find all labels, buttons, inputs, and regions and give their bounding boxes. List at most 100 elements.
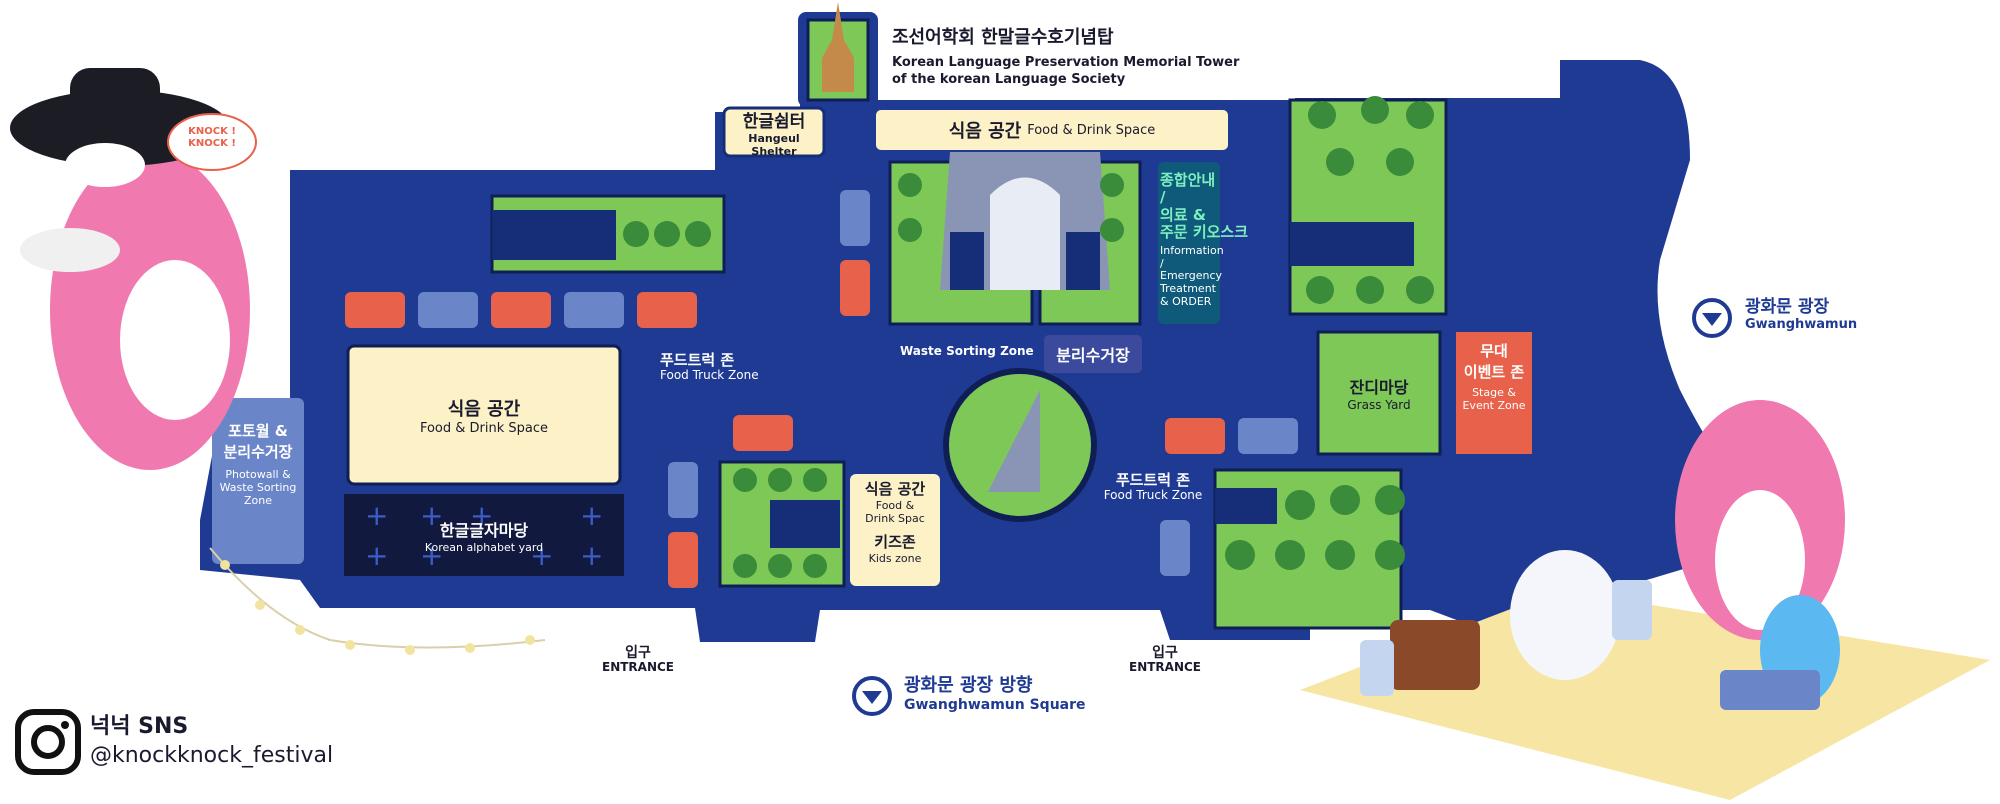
food-truck-right-en: Food Truck Zone	[1103, 488, 1203, 503]
instagram-icon	[15, 709, 81, 775]
hangeul-shelter-label: 한글쉼터 Hangeul Shelter	[724, 108, 824, 158]
entrance-right-label: 입구 ENTRANCE	[1125, 645, 1205, 675]
truck-v1	[668, 462, 698, 518]
sns-handle[interactable]: @knockknock_festival	[90, 743, 334, 769]
truck-right-v	[1160, 520, 1190, 576]
info-kiosk-kr1: 종합안내 /	[1160, 171, 1216, 207]
direction-marker-icon	[852, 676, 892, 716]
entrance-right-kr: 입구	[1152, 645, 1178, 661]
drink-bottle-icon	[1360, 580, 1652, 696]
truck-right-2	[1238, 418, 1298, 454]
food-drink-top-box	[876, 110, 1228, 150]
food-truck-left-kr: 푸드트럭 존	[660, 351, 735, 369]
truck-right-1	[1165, 418, 1225, 454]
memorial-tower-label-kr: 조선어학회 한말글수호기념탑	[892, 27, 1114, 48]
basket-icon	[1390, 620, 1480, 690]
stage-label: 무대 이벤트 존 Stage & Event Zone	[1456, 340, 1532, 412]
sns-title: 넉넉 SNS	[90, 714, 189, 739]
direction-kr: 광화문 광장 방향	[904, 675, 1033, 696]
knock-bubble-text: KNOCK ! KNOCK !	[170, 126, 254, 149]
stage-kr2: 이벤트 존	[1463, 363, 1525, 381]
info-kiosk-kr2: 의료 &	[1160, 205, 1206, 224]
info-kiosk-kr3: 주문 키오스크	[1160, 222, 1249, 241]
tree-icons	[623, 96, 1434, 578]
food-drink-top-kr: 식음 공간	[948, 121, 1022, 142]
food-drink-left-box	[346, 344, 622, 486]
round-monument-spire	[988, 390, 1040, 492]
kids-zone-en: Kids zone	[868, 552, 922, 565]
info-kiosk-en1: Information /	[1160, 244, 1224, 270]
alphabet-yard-label: 한글글자마당 Korean alphabet yard	[344, 494, 624, 576]
pink-mascot-left	[10, 68, 250, 470]
svg-text:+: +	[365, 539, 388, 572]
alphabet-yard-stars: ++++ ++++	[365, 499, 603, 572]
memorial-tower-label-en2: of the korean Language Society	[892, 72, 1126, 87]
photowall-box	[212, 398, 304, 564]
food-drink-mid-en2: Drink Spac	[865, 512, 925, 525]
stair-upper-right	[1290, 222, 1414, 266]
direction-en: Gwanghwamun Square	[904, 696, 1086, 713]
photowall-label: 포토월 & 분리수거장 Photowall & Waste Sorting Zo…	[212, 420, 304, 507]
food-drink-mid-label: 식음 공간 Food & Drink Spac 키즈존 Kids zone	[850, 478, 940, 565]
stage-en2: Event Zone	[1462, 399, 1526, 412]
info-kiosk-en2: Emergency	[1160, 269, 1223, 283]
alphabet-yard-en: Korean alphabet yard	[424, 540, 544, 554]
waste-sorting-kr: 분리수거장	[1056, 346, 1130, 365]
alphabet-yard-box	[344, 494, 624, 576]
gwanghwamun-en: Gwanghwamun	[1745, 316, 1858, 332]
knock-line-1: KNOCK !	[188, 126, 236, 137]
waste-sorting-tag	[1044, 335, 1142, 373]
pink-mascot-right	[1675, 400, 1845, 640]
svg-text:+: +	[580, 499, 603, 532]
hangeul-shelter-kr: 한글쉼터	[742, 111, 806, 132]
stair-top	[492, 210, 616, 260]
info-kiosk-label: 종합안내 / 의료 & 주문 키오스크 Information / Emerge…	[1160, 171, 1249, 308]
food-drink-mid-box	[850, 474, 940, 586]
gwanghwamun-marker-icon	[1692, 298, 1732, 338]
center-arch	[990, 177, 1060, 290]
hangeul-shelter-en: Hangeul Shelter	[748, 131, 800, 158]
info-kiosk-box	[1158, 162, 1220, 324]
gimbap-tray-icon	[1720, 670, 1820, 710]
hangeul-shelter-box	[722, 106, 826, 158]
photowall-en2: Waste Sorting	[219, 481, 297, 494]
center-door-right	[1066, 232, 1100, 290]
grass-yard-box	[1316, 330, 1442, 456]
memorial-tower-label-en1: Korean Language Preservation Memorial To…	[892, 55, 1240, 70]
grass-yard-label: 잔디마당 Grass Yard	[1318, 332, 1440, 454]
kids-zone-kr: 키즈존	[874, 533, 916, 551]
food-drink-top-label: 식음 공간 Food & Drink Space	[876, 110, 1228, 150]
food-drink-left-en: Food & Drink Space	[419, 420, 549, 436]
alphabet-yard-kr: 한글글자마당	[439, 520, 529, 540]
waste-sorting-en: Waste Sorting Zone	[900, 344, 1034, 358]
info-kiosk-en3: Treatment	[1160, 281, 1216, 295]
info-kiosk-en4: & ORDER	[1160, 294, 1212, 308]
knock-line-2: KNOCK !	[188, 137, 236, 149]
photowall-kr2: 분리수거장	[223, 443, 293, 461]
svg-text:+: +	[420, 539, 443, 572]
grass-yard-en: Grass Yard	[1347, 398, 1411, 412]
truck-center	[733, 415, 793, 451]
photowall-en3: Zone	[243, 494, 272, 507]
gwanghwamun-kr: 광화문 광장	[1745, 297, 1830, 317]
food-drink-left-kr: 식음 공간	[447, 398, 521, 420]
white-tiger-mascot	[1510, 550, 1620, 680]
food-drink-left-label: 식음 공간 Food & Drink Space	[348, 346, 620, 484]
food-drink-mid-kr: 식음 공간	[864, 480, 926, 498]
svg-text:+: +	[580, 539, 603, 572]
stage-box	[1456, 332, 1532, 454]
sns-block: 넉넉 SNS @knockknock_festival	[90, 714, 333, 769]
food-truck-left-en: Food Truck Zone	[660, 368, 759, 383]
direction-label: 광화문 광장 방향 Gwanghwamun Square	[904, 675, 1086, 713]
center-door-left	[950, 232, 984, 290]
svg-text:+: +	[420, 499, 443, 532]
gwanghwamun-label: 광화문 광장 Gwanghwamun	[1745, 297, 1858, 332]
stage-kr1: 무대	[1480, 342, 1508, 360]
svg-text:+: +	[530, 539, 553, 572]
food-truck-right-label: 푸드트럭 존 Food Truck Zone	[1098, 471, 1208, 503]
svg-text:+: +	[365, 499, 388, 532]
memorial-tower-icon	[822, 2, 854, 92]
truck-v2	[668, 532, 698, 588]
stair-lower-right	[1215, 488, 1277, 524]
